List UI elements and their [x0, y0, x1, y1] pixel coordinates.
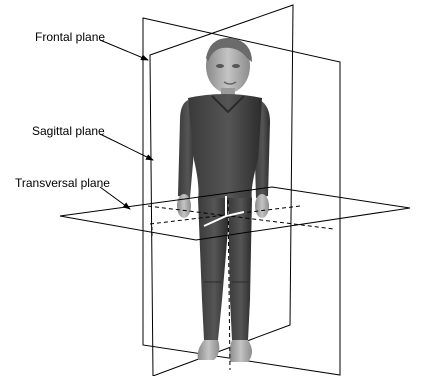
transversal-plane-arrow — [100, 187, 130, 209]
frontal-plane-arrow — [100, 40, 148, 60]
human-figure — [177, 38, 270, 362]
sagittal-plane-arrow — [100, 134, 153, 160]
